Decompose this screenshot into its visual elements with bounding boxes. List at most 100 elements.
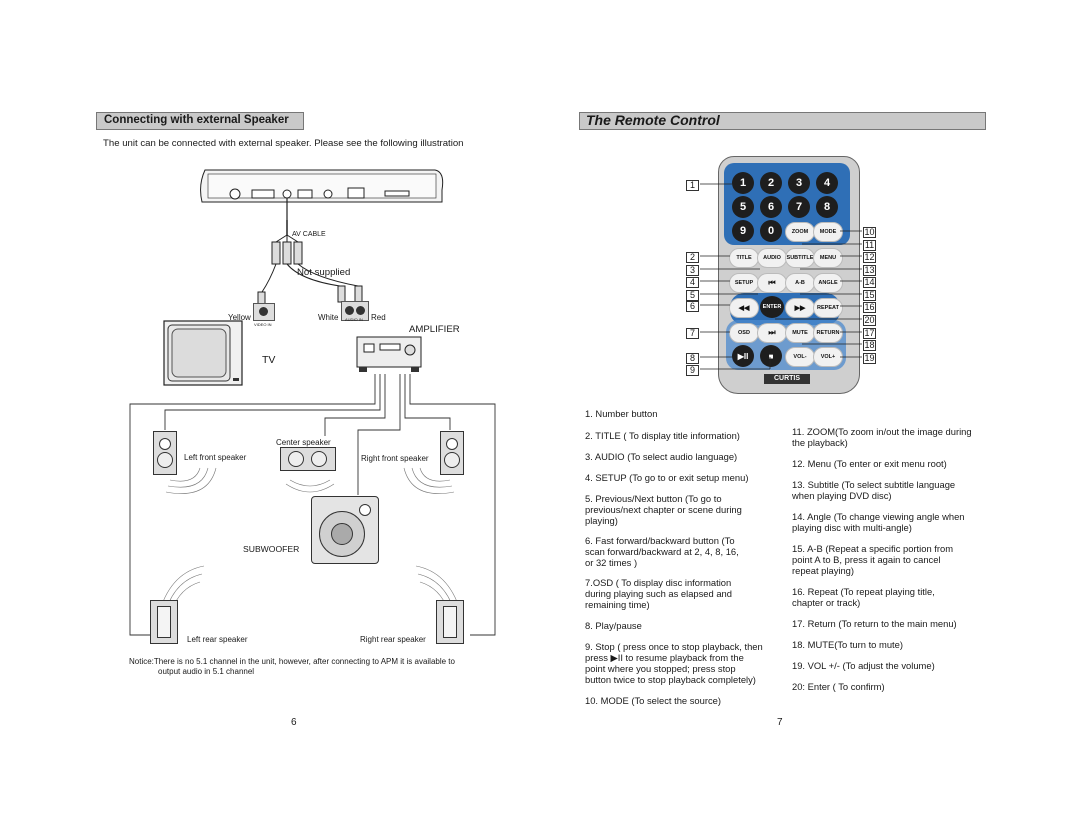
right-page-number: 7 xyxy=(777,717,783,728)
list-item: 3. AUDIO (To select audio language) xyxy=(585,451,738,462)
list-item: 16. Repeat (To repeat playing title, xyxy=(792,586,935,597)
white-label: White xyxy=(318,313,339,322)
callout-11: 11 xyxy=(863,240,876,251)
remote-play-pause-button[interactable]: ▶II xyxy=(732,345,754,367)
callout-8: 8 xyxy=(686,353,699,364)
tv-label: TV xyxy=(262,354,276,366)
audio-in-jacks xyxy=(341,301,369,321)
remote-menu-button[interactable]: MENU xyxy=(813,248,843,268)
callout-7: 7 xyxy=(686,328,699,339)
callout-14: 14 xyxy=(863,277,876,288)
list-item: 18. MUTE(To turn to mute) xyxy=(792,639,903,650)
yellow-label: Yellow xyxy=(228,313,251,322)
remote-enter-button[interactable]: ENTER xyxy=(760,296,784,318)
tv-illustration xyxy=(163,320,243,386)
remote-rewind-button[interactable]: ◀◀ xyxy=(729,298,759,318)
list-item: 5. Previous/Next button (To go to xyxy=(585,493,722,504)
callout-3: 3 xyxy=(686,265,699,276)
callout-10: 10 xyxy=(863,227,876,238)
speaker-wiring xyxy=(129,374,496,636)
callout-17: 17 xyxy=(863,328,876,339)
remote-stop-button[interactable]: ■ xyxy=(760,345,782,367)
right-rear-speaker xyxy=(436,600,464,644)
audio-in-label: AUDIO IN xyxy=(345,317,363,322)
left-front-speaker xyxy=(153,431,177,475)
callout-4: 4 xyxy=(686,277,699,288)
list-item: 8. Play/pause xyxy=(585,620,642,631)
list-item: 2. TITLE ( To display title information) xyxy=(585,430,740,441)
subwoofer-label: SUBWOOFER xyxy=(243,544,300,554)
callout-1: 1 xyxy=(686,180,699,191)
list-item: 4. SETUP (To go to or exit setup menu) xyxy=(585,472,749,483)
function-list-left: 1. Number button 2. TITLE ( To display t… xyxy=(585,408,763,706)
list-item: 19. VOL +/- (To adjust the volume) xyxy=(792,660,935,671)
list-item: 11. ZOOM(To zoom in/out the image during xyxy=(792,426,972,437)
video-in-label: VIDEO IN xyxy=(254,322,272,327)
left-section-header: Connecting with external Speaker xyxy=(104,114,289,126)
left-section-header-bar xyxy=(96,112,304,130)
right-rear-label: Right rear speaker xyxy=(360,635,426,644)
video-in-jack xyxy=(253,303,275,321)
callout-2: 2 xyxy=(686,252,699,263)
remote-brand-logo: CURTIS xyxy=(764,374,810,384)
list-item: 1. Number button xyxy=(585,408,658,419)
list-item: 6. Fast forward/backward button (To xyxy=(585,535,735,546)
remote-button-2[interactable]: 2 xyxy=(760,172,782,194)
remote-button-7[interactable]: 7 xyxy=(788,196,810,218)
center-speaker-label: Center speaker xyxy=(276,438,331,447)
remote-button-5[interactable]: 5 xyxy=(732,196,754,218)
list-item: 14. Angle (To change viewing angle when xyxy=(792,511,965,522)
remote-repeat-button[interactable]: REPEAT xyxy=(813,298,843,318)
list-item: 7.OSD ( To display disc information xyxy=(585,577,732,588)
list-item: 20: Enter ( To confirm) xyxy=(792,681,885,692)
remote-callout-lines xyxy=(700,183,862,370)
amplifier-label: AMPLIFIER xyxy=(409,324,460,335)
remote-subtitle-button[interactable]: SUBTITLE xyxy=(785,248,815,268)
av-cable-label: AV CABLE xyxy=(292,231,326,238)
list-item: 17. Return (To return to the main menu) xyxy=(792,618,957,629)
left-intro-text: The unit can be connected with external … xyxy=(103,138,464,149)
remote-return-button[interactable]: RETURN xyxy=(813,323,843,343)
remote-button-6[interactable]: 6 xyxy=(760,196,782,218)
remote-button-4[interactable]: 4 xyxy=(816,172,838,194)
remote-button-3[interactable]: 3 xyxy=(788,172,810,194)
center-speaker xyxy=(280,447,336,471)
right-section-header: The Remote Control xyxy=(586,112,720,128)
callout-6: 6 xyxy=(686,301,699,312)
remote-button-9[interactable]: 9 xyxy=(732,220,754,242)
left-rear-speaker xyxy=(150,600,178,644)
remote-mode-button[interactable]: MODE xyxy=(813,222,843,242)
callout-16: 16 xyxy=(863,302,876,313)
red-label: Red xyxy=(371,313,386,322)
list-item: 10. MODE (To select the source) xyxy=(585,695,721,706)
av-cable-illustration xyxy=(257,220,363,309)
remote-button-1[interactable]: 1 xyxy=(732,172,754,194)
remote-fast-forward-button[interactable]: ▶▶ xyxy=(785,298,815,318)
remote-button-0[interactable]: 0 xyxy=(760,220,782,242)
left-rear-label: Left rear speaker xyxy=(187,635,248,644)
remote-title-button[interactable]: TITLE xyxy=(729,248,759,268)
list-item: 12. Menu (To enter or exit menu root) xyxy=(792,458,947,469)
callout-13: 13 xyxy=(863,265,876,276)
left-page-number: 6 xyxy=(291,717,297,728)
subwoofer xyxy=(311,496,379,564)
remote-setup-button[interactable]: SETUP xyxy=(729,273,759,293)
amplifier-illustration xyxy=(356,336,422,372)
callout-19: 19 xyxy=(863,353,876,364)
list-item: 15. A-B (Repeat a specific portion from xyxy=(792,543,954,554)
callout-18: 18 xyxy=(863,340,876,351)
callout-5: 5 xyxy=(686,290,699,301)
remote-button-8[interactable]: 8 xyxy=(816,196,838,218)
not-supplied-label: Not supplied xyxy=(297,267,351,278)
notice-line-2: output audio in 5.1 channel xyxy=(158,667,255,676)
list-item: 13. Subtitle (To select subtitle languag… xyxy=(792,479,956,490)
sound-wave-arcs xyxy=(159,467,461,611)
dvd-player-illustration xyxy=(200,169,444,220)
notice-line-1: Notice:There is no 5.1 channel in the un… xyxy=(129,657,455,666)
callout-20: 20 xyxy=(863,315,876,326)
remote-angle-button[interactable]: ANGLE xyxy=(813,273,843,293)
callout-15: 15 xyxy=(863,290,876,301)
callout-12: 12 xyxy=(863,252,876,263)
function-list-right: 11. ZOOM(To zoom in/out the image during… xyxy=(792,426,972,692)
callout-9: 9 xyxy=(686,365,699,376)
